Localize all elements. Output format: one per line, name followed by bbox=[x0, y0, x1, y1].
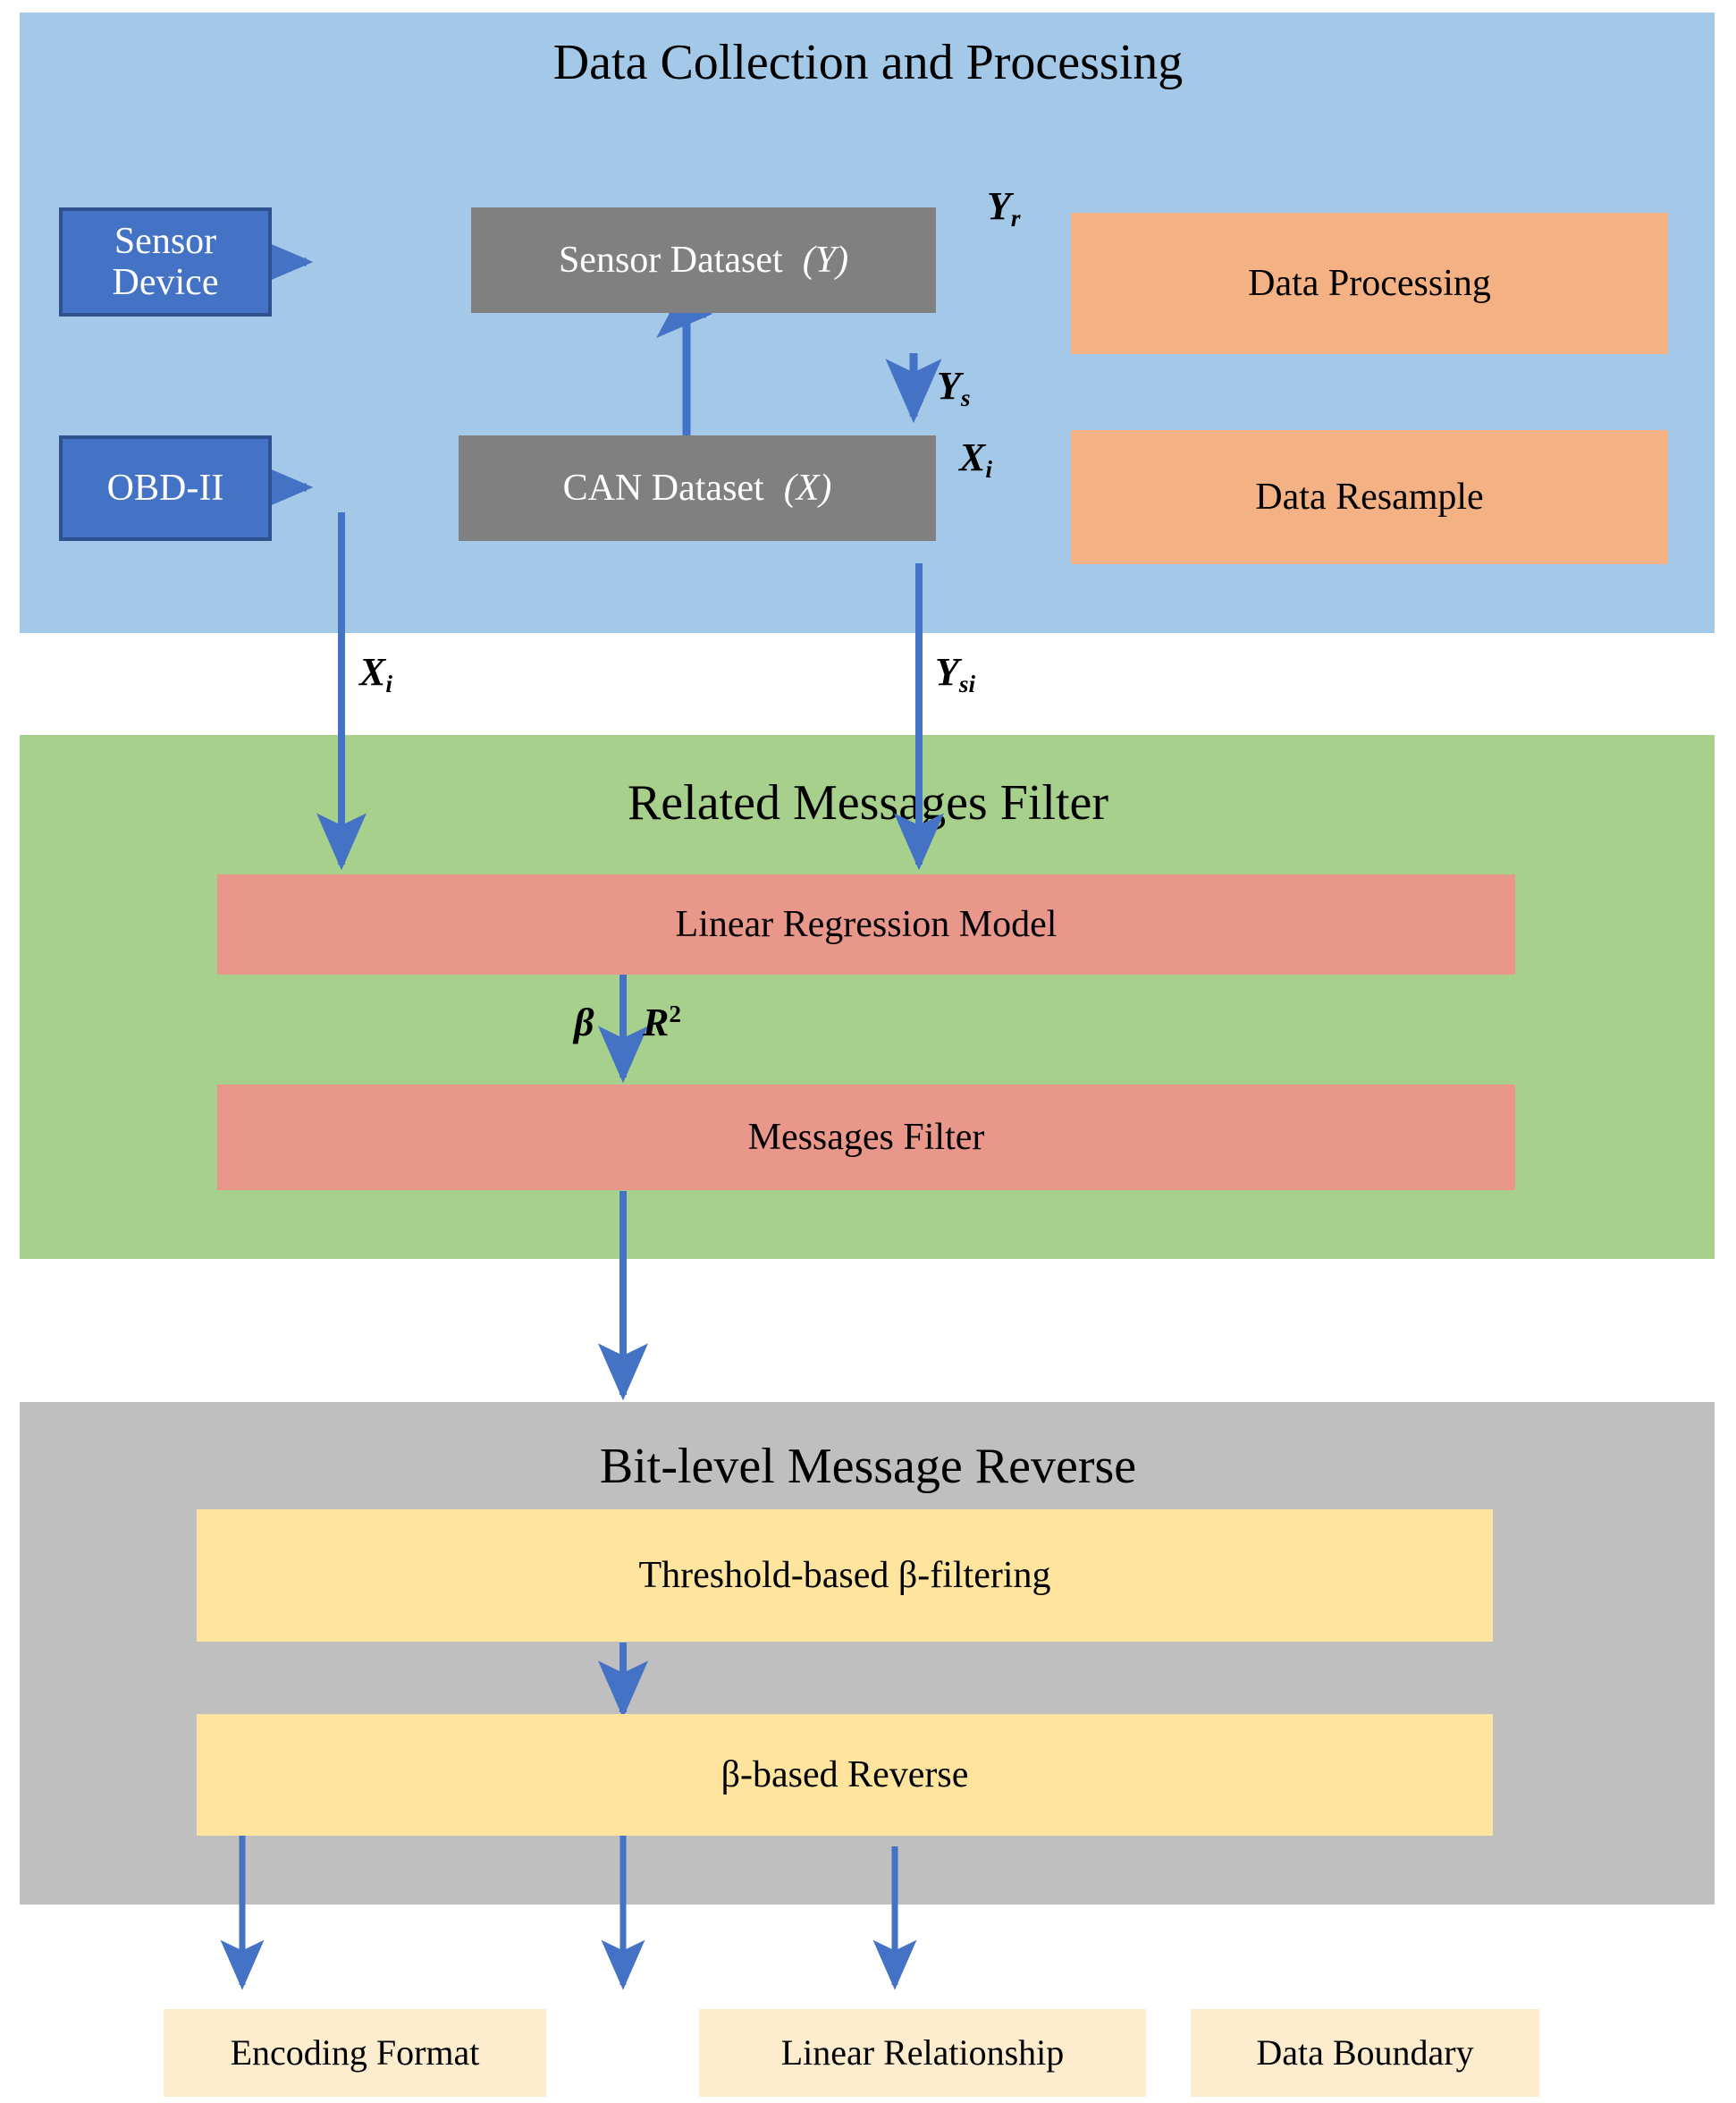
edge-label-ysi: Ysi bbox=[935, 649, 976, 698]
edge-label-ysi-sub: si bbox=[958, 671, 976, 698]
node-sensor-device[interactable]: Sensor Device bbox=[59, 207, 272, 317]
edge-label-yr: Yr bbox=[987, 183, 1021, 232]
edge-label-yr-sub: r bbox=[1010, 205, 1021, 232]
edge-label-beta: β bbox=[574, 1001, 594, 1044]
edge-label-r-squared-exponent: 2 bbox=[669, 1001, 681, 1027]
node-data-boundary[interactable]: Data Boundary bbox=[1191, 2009, 1539, 2097]
edge-label-r-squared: R2 bbox=[643, 1000, 681, 1045]
edge-label-ys-sub: s bbox=[960, 384, 971, 412]
node-can-dataset[interactable]: CAN Dataset (X) bbox=[459, 435, 936, 541]
node-can-dataset-variable: (X) bbox=[783, 467, 832, 509]
node-sensor-dataset-label: Sensor Dataset bbox=[558, 239, 783, 281]
edge-label-xi-middle-sub: i bbox=[385, 671, 392, 698]
node-sensor-dataset[interactable]: Sensor Dataset (Y) bbox=[471, 207, 936, 313]
node-obd-ii[interactable]: OBD-II bbox=[59, 435, 272, 541]
node-sensor-dataset-variable: (Y) bbox=[802, 239, 849, 281]
node-encoding-format[interactable]: Encoding Format bbox=[164, 2009, 546, 2097]
edge-label-r-squared-base: R bbox=[643, 1001, 670, 1044]
edge-label-yr-base: Y bbox=[987, 184, 1011, 228]
node-linear-regression-model[interactable]: Linear Regression Model bbox=[217, 874, 1515, 975]
node-threshold-based-beta-filtering[interactable]: Threshold-based β-filtering bbox=[197, 1509, 1493, 1642]
section-title-data-collection: Data Collection and Processing bbox=[552, 35, 1184, 90]
section-title-bit-level-message-reverse: Bit-level Message Reverse bbox=[599, 1439, 1137, 1494]
node-data-resample[interactable]: Data Resample bbox=[1071, 430, 1668, 564]
node-messages-filter[interactable]: Messages Filter bbox=[217, 1085, 1515, 1190]
edge-label-xi-top-base: X bbox=[959, 435, 986, 479]
section-title-related-messages-filter: Related Messages Filter bbox=[627, 775, 1109, 831]
edge-label-ys-base: Y bbox=[937, 364, 961, 408]
edge-label-xi-middle: Xi bbox=[359, 649, 392, 698]
node-can-dataset-label: CAN Dataset bbox=[562, 467, 764, 509]
node-linear-relationship[interactable]: Linear Relationship bbox=[699, 2009, 1146, 2097]
edge-label-xi-top: Xi bbox=[959, 435, 992, 484]
node-data-processing[interactable]: Data Processing bbox=[1071, 213, 1668, 354]
edge-label-xi-top-sub: i bbox=[985, 456, 992, 484]
node-beta-based-reverse[interactable]: β-based Reverse bbox=[197, 1714, 1493, 1836]
edge-label-ysi-base: Y bbox=[935, 650, 959, 694]
edge-label-ys: Ys bbox=[937, 363, 971, 412]
edge-label-xi-middle-base: X bbox=[359, 650, 386, 694]
